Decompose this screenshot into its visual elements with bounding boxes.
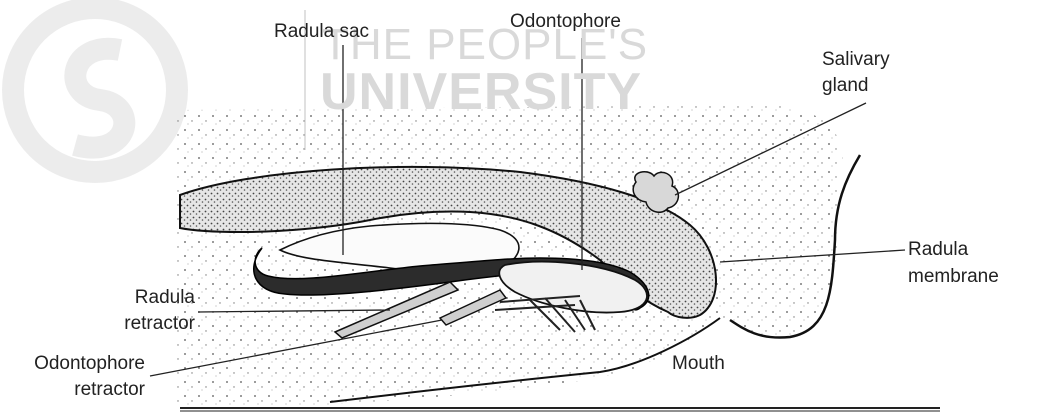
watermark-line2: UNIVERSITY	[320, 62, 642, 122]
label-radula-retractor-2: retractor	[60, 312, 195, 336]
label-odontophore-retractor-1: Odontophore	[0, 352, 145, 376]
label-odontophore-retractor-2: retractor	[0, 378, 145, 402]
label-salivary-gland-1: Salivary	[822, 48, 890, 72]
watermark-logo	[13, 8, 177, 172]
label-mouth: Mouth	[672, 352, 725, 376]
label-salivary-gland-2: gland	[822, 74, 869, 98]
label-radula-retractor-1: Radula	[60, 286, 195, 310]
label-radula-membrane-1: Radula	[908, 238, 968, 262]
label-radula-sac: Radula sac	[274, 20, 369, 44]
label-radula-membrane-2: membrane	[908, 265, 999, 289]
label-odontophore: Odontophore	[510, 10, 621, 34]
